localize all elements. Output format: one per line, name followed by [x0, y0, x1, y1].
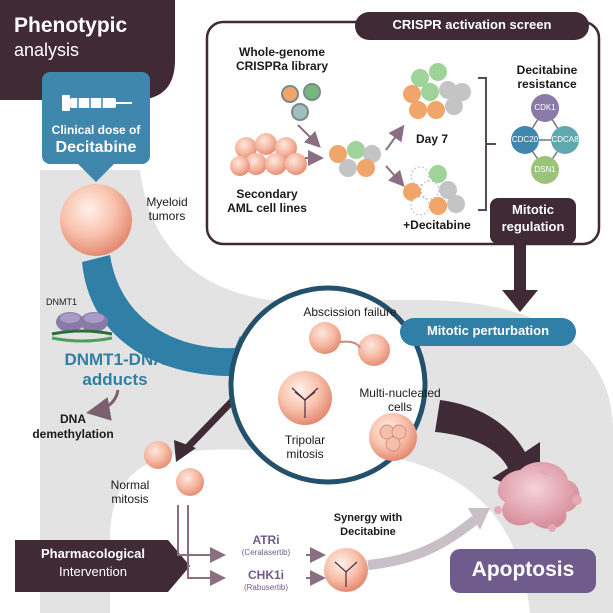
dnmt1-label: DNMT1 [46, 297, 77, 307]
atri-label: ATRi [252, 533, 280, 547]
gene-cdc20: CDC20 [511, 135, 539, 144]
apoptotic-body [497, 461, 580, 529]
drug-line1: Clinical dose of [51, 123, 141, 137]
aml-cell-cluster [230, 133, 307, 176]
cells-line2: AML cell lines [227, 201, 307, 215]
normal-mitosis-cell [176, 468, 204, 496]
apoptosis-pill [450, 549, 596, 593]
resistance-line2: resistance [517, 77, 577, 91]
myeloid-tumor-cell [60, 184, 132, 256]
tripolar-spindle [291, 387, 319, 418]
apoptosis-label: Apoptosis [471, 558, 575, 581]
abscission-bridge [339, 340, 361, 349]
mitotic-regulation-box [490, 198, 576, 244]
synergy-line2: Decitabine [340, 526, 396, 538]
cells-line1: Secondary [236, 187, 298, 201]
tripolar-line1: Tripolar [284, 433, 326, 447]
decitabine-cluster [403, 165, 465, 216]
virus-icon [281, 83, 321, 121]
pharma-tab [15, 540, 190, 592]
chk1i-label: CHK1i [247, 568, 284, 582]
atri-line [177, 505, 226, 563]
perturbation-pill [400, 318, 576, 346]
atri-drug: (Ceralasertib) [241, 548, 291, 557]
demethylation-arrow [86, 389, 120, 421]
demeth-line1: DNA [60, 412, 86, 426]
adducts-line2: adducts [82, 370, 148, 389]
multi-line1: Multi-nucleated [359, 386, 441, 400]
multi-line2: cells [387, 400, 412, 414]
crispr-title: CRISPR activation screen [392, 17, 552, 32]
gene-network [511, 94, 579, 184]
dnmt1-protein-icon [51, 312, 113, 343]
pharma-line1: Pharmacological [40, 546, 146, 561]
gene-dsn1: DSN1 [534, 165, 556, 174]
header-subtitle: analysis [14, 40, 80, 60]
pharma-line2: Intervention [59, 564, 127, 579]
abscission-cell [358, 334, 390, 366]
normal-line2: mitosis [111, 492, 149, 506]
myeloid-line2: tumors [148, 209, 186, 223]
tripolar-cell [278, 371, 332, 425]
adducts-line1: DNMT1-DNA [64, 350, 166, 369]
demeth-line2: demethylation [32, 427, 114, 441]
day7-label: Day 7 [415, 132, 449, 146]
abscission-cell [309, 322, 341, 354]
mitotic-line2: regulation [501, 219, 565, 234]
bracket [478, 77, 496, 211]
resistance-line1: Decitabine [516, 63, 578, 77]
combo-tripolar-cell [324, 548, 368, 592]
drug-box-arrow [78, 164, 114, 182]
synergy-line1: Synergy with [333, 512, 403, 524]
mitotic-line1: Mitotic [512, 202, 554, 217]
crispr-title-pill [355, 12, 589, 40]
gene-cdk1: CDK1 [534, 103, 556, 112]
abscission-label: Abscission failure [303, 305, 397, 319]
myeloid-line1: Myeloid [146, 195, 188, 209]
perturbation-label: Mitotic perturbation [426, 323, 550, 338]
syringe-icon [62, 95, 132, 111]
normal-line1: Normal [110, 478, 150, 492]
header-title: Phenotypic [14, 14, 128, 37]
blue-main-arrow [82, 255, 265, 390]
library-line2: CRISPRa library [235, 59, 329, 73]
synergy-arrow [367, 516, 479, 570]
chk1i-line [187, 505, 226, 586]
normal-mitosis-arrow [182, 392, 241, 453]
normal-mitosis-cell [144, 441, 172, 469]
gene-cdca8: CDCA8 [551, 135, 579, 144]
library-line1: Whole-genome [239, 45, 325, 59]
tripolar-line2: mitosis [286, 447, 324, 461]
day7-cluster [403, 63, 471, 119]
chk1i-drug: (Rabusertib) [243, 583, 288, 592]
decitabine-label: +Decitabine [403, 218, 471, 232]
drug-line2: Decitabine [55, 139, 137, 156]
